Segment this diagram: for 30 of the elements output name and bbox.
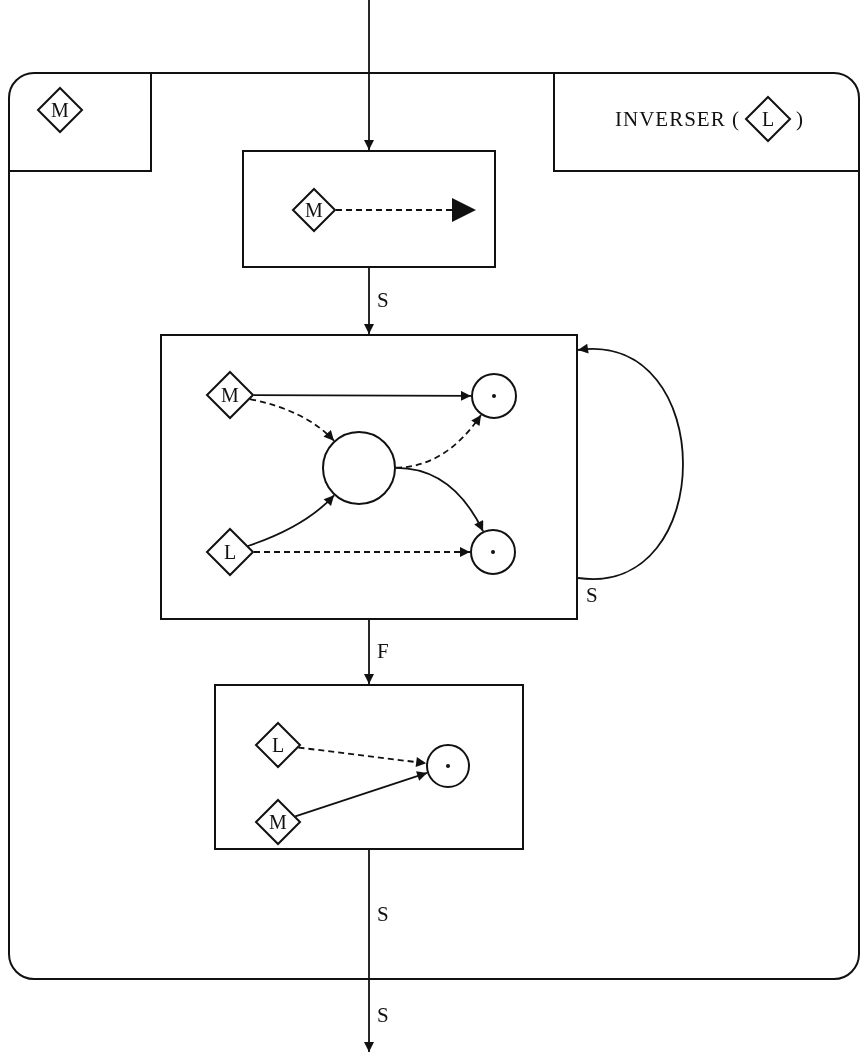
procedure-name: INVERSER ( [615,107,740,132]
arrow [294,771,428,818]
variable-diamond: L [745,96,791,142]
node-circle [471,373,517,419]
variable-diamond: M [206,371,254,419]
arrow [297,746,428,768]
variable-diamond: M [37,87,83,133]
node-circle [426,744,470,788]
arrow [364,619,374,685]
node-circle [470,529,516,575]
arrow [253,547,471,557]
node-circle [322,431,396,505]
parenthesis: ) [796,107,804,132]
arrow [253,390,472,401]
arrow [247,494,335,547]
arrow [364,267,374,335]
procedure-frame [8,72,860,980]
arrow [335,198,477,222]
variable-diamond: L [255,722,301,768]
variable-diamond: M [292,188,336,232]
arrow [577,345,684,579]
variable-diamond: L [206,528,254,576]
arrow [364,0,374,151]
connector-line [368,849,370,981]
arrow [364,979,374,1053]
arrow [395,466,484,533]
arrow [249,398,335,442]
header-cell [9,73,152,172]
header-cell [553,73,859,172]
variable-diamond: M [255,799,301,845]
